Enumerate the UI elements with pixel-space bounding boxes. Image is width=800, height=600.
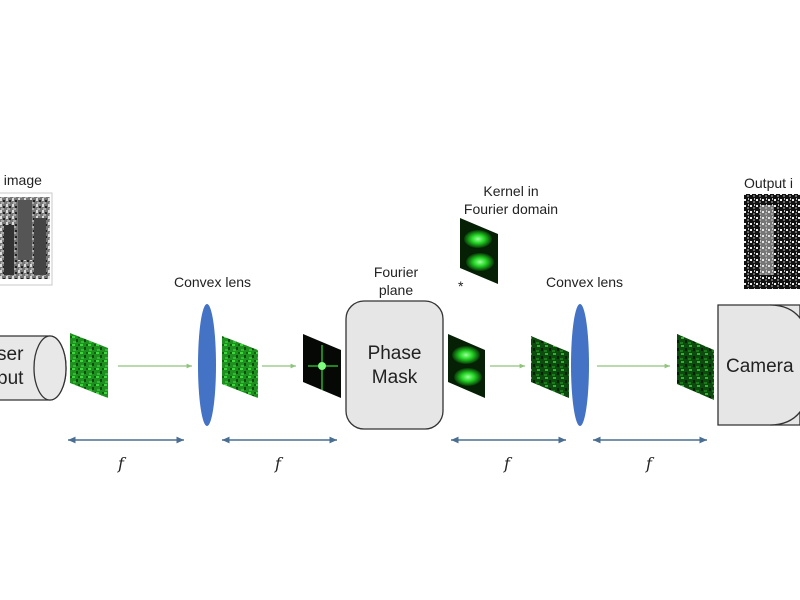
laser-input-label: ser put: [0, 344, 24, 389]
convex-lens-left-label: Convex lens: [174, 274, 252, 290]
laser-input-cylinder: [0, 335, 67, 401]
input-image-photo: [0, 192, 53, 286]
kernel-image: [460, 218, 498, 284]
fourier-spectrum-image: [303, 334, 341, 398]
camera-label: Camera: [726, 356, 794, 377]
output-field-image: [677, 334, 714, 400]
output-image-photo: [744, 194, 800, 289]
fourier-plane-label: Fourier plane: [373, 264, 419, 298]
kernel-label: Kernel in Fourier domain: [463, 183, 559, 217]
input-field-image: [70, 333, 108, 398]
focal-length-label-2: f: [275, 454, 281, 473]
convex-lens-left: [198, 304, 216, 426]
focal-length-label-1: f: [118, 454, 124, 473]
input-image-label: t image: [0, 172, 42, 188]
output-image-label: Output i: [744, 175, 794, 191]
lens-output-field-image: [222, 336, 258, 398]
convex-lens-right: [571, 304, 589, 426]
convex-lens-right-label: Convex lens: [546, 274, 624, 290]
camera-lens-curve: [769, 304, 800, 426]
phase-mask-label: Phase Mask: [367, 343, 422, 388]
phase-mask-box: [345, 300, 444, 430]
focal-length-label-4: f: [646, 454, 652, 473]
masked-spectrum-image: [448, 334, 485, 398]
pre-lens-field-image: [531, 336, 569, 398]
convolution-symbol: *: [458, 278, 464, 294]
focal-length-label-3: f: [504, 454, 510, 473]
